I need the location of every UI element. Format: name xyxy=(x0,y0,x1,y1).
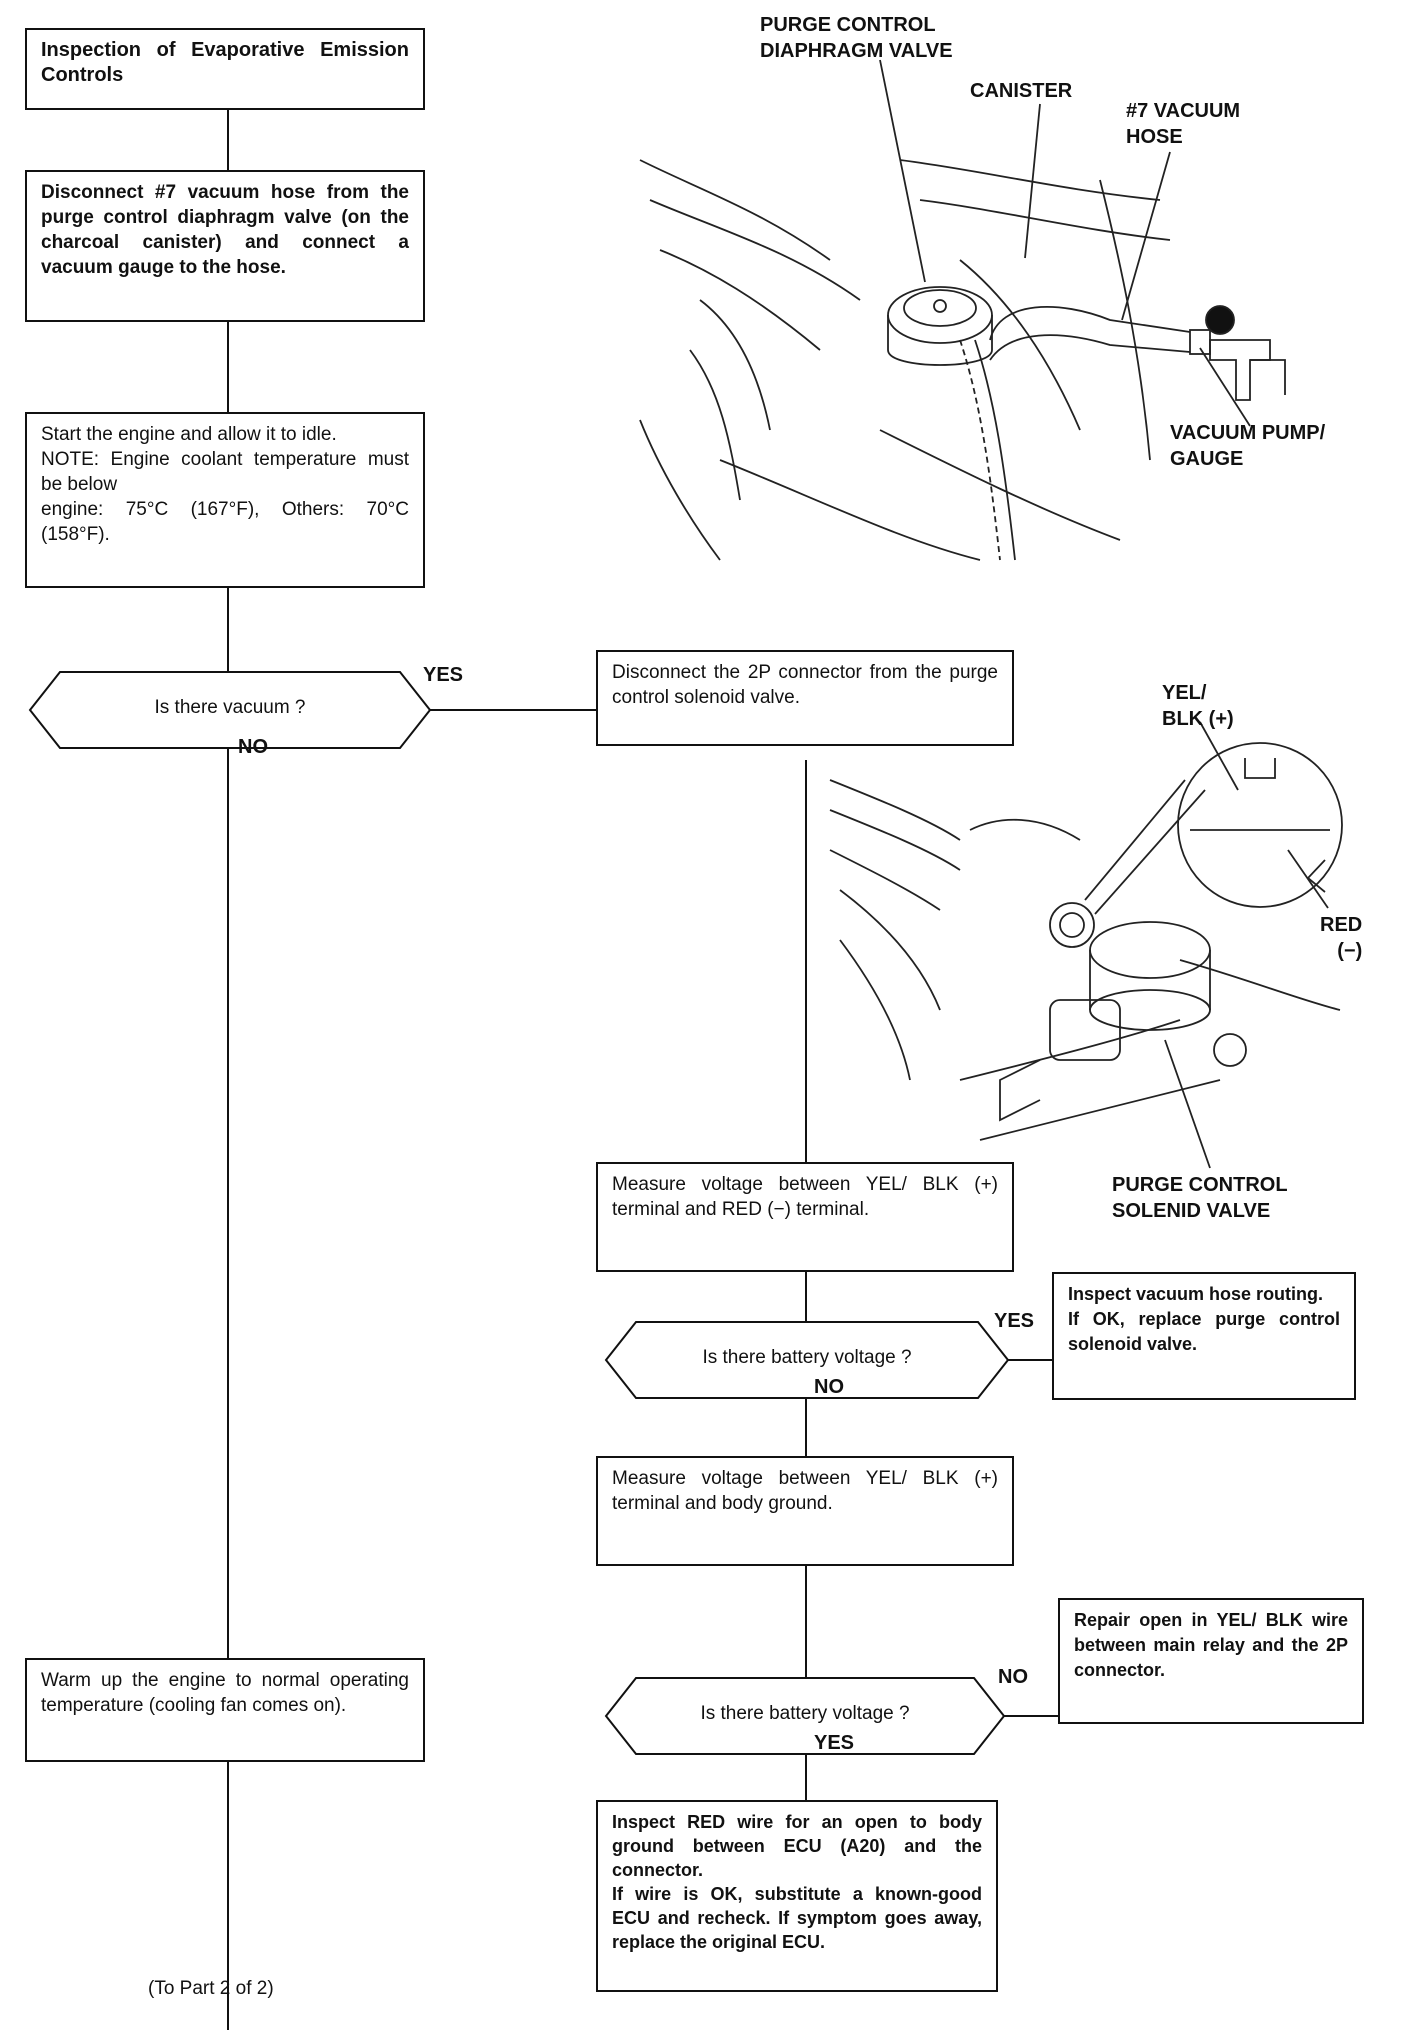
branch-battery-2-yes: YES xyxy=(814,1732,855,1754)
branch-battery-2-no: NO xyxy=(998,1666,1028,1688)
box-repair-open: Repair open in YEL/ BLK wire between mai… xyxy=(1058,1598,1364,1724)
footer-continuation: (To Part 2 of 2) xyxy=(148,1978,274,1999)
box-start-engine: Start the engine and allow it to idle. N… xyxy=(25,412,425,588)
box-disconnect-hose: Disconnect #7 vacuum hose from the purge… xyxy=(25,170,425,322)
decision-vacuum-shape xyxy=(28,671,432,749)
callout-yel-blk: YEL/ BLK (+) xyxy=(1162,682,1234,730)
box-disconnect-connector: Disconnect the 2P connector from the pur… xyxy=(596,650,1014,746)
branch-battery-1-yes: YES xyxy=(994,1310,1035,1332)
callout-vacuum-pump: VACUUM PUMP/ GAUGE xyxy=(1170,422,1326,470)
decision-battery-1: Is there battery voltage ? xyxy=(702,1347,912,1368)
callout-purge-solenoid: PURGE CONTROL SOLENID VALVE xyxy=(1112,1174,1288,1222)
box-measure-terminals: Measure voltage between YEL/ BLK (+) ter… xyxy=(596,1162,1014,1272)
branch-vacuum-yes: YES xyxy=(423,664,464,686)
box-warm-up: Warm up the engine to normal operating t… xyxy=(25,1658,425,1762)
callout-purge-diaphragm: PURGE CONTROL DIAPHRAGM VALVE xyxy=(760,14,953,62)
decision-battery-1-shape xyxy=(604,1321,1010,1399)
box-inspect-routing: Inspect vacuum hose routing. If OK, repl… xyxy=(1052,1272,1356,1400)
callout-canister: CANISTER xyxy=(970,80,1073,102)
box-inspect-red-wire: Inspect RED wire for an open to body gro… xyxy=(596,1800,998,1992)
decision-battery-2-shape xyxy=(604,1677,1006,1755)
decision-vacuum: Is there vacuum ? xyxy=(154,697,306,718)
callout-red-negative: RED (−) xyxy=(1320,914,1363,962)
diaphragm-valve-illustration xyxy=(639,59,1286,561)
decision-battery-2: Is there battery voltage ? xyxy=(700,1703,910,1724)
branch-battery-1-no: NO xyxy=(814,1376,844,1398)
branch-vacuum-no: NO xyxy=(238,736,268,758)
box-measure-ground: Measure voltage between YEL/ BLK (+) ter… xyxy=(596,1456,1014,1566)
solenoid-valve-illustration xyxy=(829,721,1343,1169)
callout-vacuum-hose: #7 VACUUM HOSE xyxy=(1126,100,1241,148)
box-inspection-title: Inspection of Evaporative Emission Contr… xyxy=(25,28,425,110)
